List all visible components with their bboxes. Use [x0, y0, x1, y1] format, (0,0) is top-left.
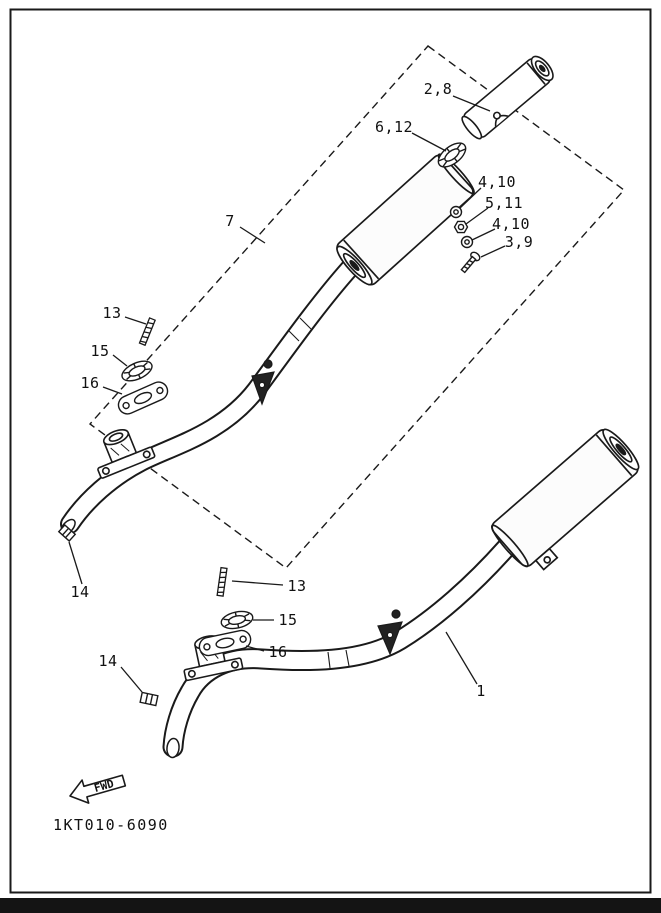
- callout-silencer-gasket: 6,12: [374, 118, 414, 136]
- callout-stud-lower: 13: [287, 577, 307, 595]
- dashed-boundary: [88, 45, 626, 569]
- callout-left-assembly: 7: [225, 212, 235, 230]
- fwd-arrow: [69, 774, 127, 804]
- lower-pipe-bracket: [377, 609, 403, 656]
- callout-clamp-upper: 14: [70, 583, 90, 601]
- washer-4-10-b: [460, 235, 474, 249]
- page-border: [9, 8, 652, 894]
- catalog-code: 1KT010-6090: [53, 816, 169, 834]
- callout-washer-b: 4,10: [491, 215, 531, 233]
- callout-silencer: 2,8: [423, 80, 453, 98]
- callout-clamp-lower: 14: [98, 652, 118, 670]
- silencer-gasket-6-12: [437, 142, 467, 168]
- bolt-3-9: [460, 251, 481, 274]
- nut-5-11: [453, 220, 469, 234]
- flange-gasket-16-upper: [117, 381, 169, 415]
- callout-right-assembly: 1: [476, 682, 486, 700]
- clamp-14-lower: [139, 691, 159, 707]
- callout-ring-gasket-upper: 15: [90, 342, 110, 360]
- ring-gasket-15-lower: [220, 610, 254, 630]
- clamp-14-upper: [57, 523, 77, 543]
- flange-gasket-16-lower: [198, 629, 252, 657]
- callout-bolt: 3,9: [504, 233, 534, 251]
- upper-header-pipe: [60, 258, 360, 536]
- lower-header-pipe: [162, 537, 517, 759]
- scan-edge-bottom: [0, 898, 661, 913]
- callout-flange-gasket-lower: 16: [268, 643, 288, 661]
- upper-inlet-flange: [97, 428, 156, 479]
- callout-stud-upper: 13: [102, 304, 122, 322]
- ring-gasket-15-upper: [121, 360, 153, 382]
- silencer-2-8: [461, 55, 554, 140]
- upper-pipe-bracket: [251, 359, 275, 406]
- upper-muffler: [336, 153, 475, 286]
- callout-flange-gasket-upper: 16: [80, 374, 100, 392]
- callout-nut: 5,11: [484, 194, 524, 212]
- lower-muffler: [490, 428, 640, 571]
- callout-washer-a: 4,10: [477, 173, 517, 191]
- washer-4-10-a: [449, 205, 463, 219]
- stud-13-lower: [216, 566, 228, 597]
- callout-ring-gasket-lower: 15: [278, 611, 298, 629]
- stud-13-upper: [138, 317, 157, 347]
- leader-lines: [68, 95, 506, 693]
